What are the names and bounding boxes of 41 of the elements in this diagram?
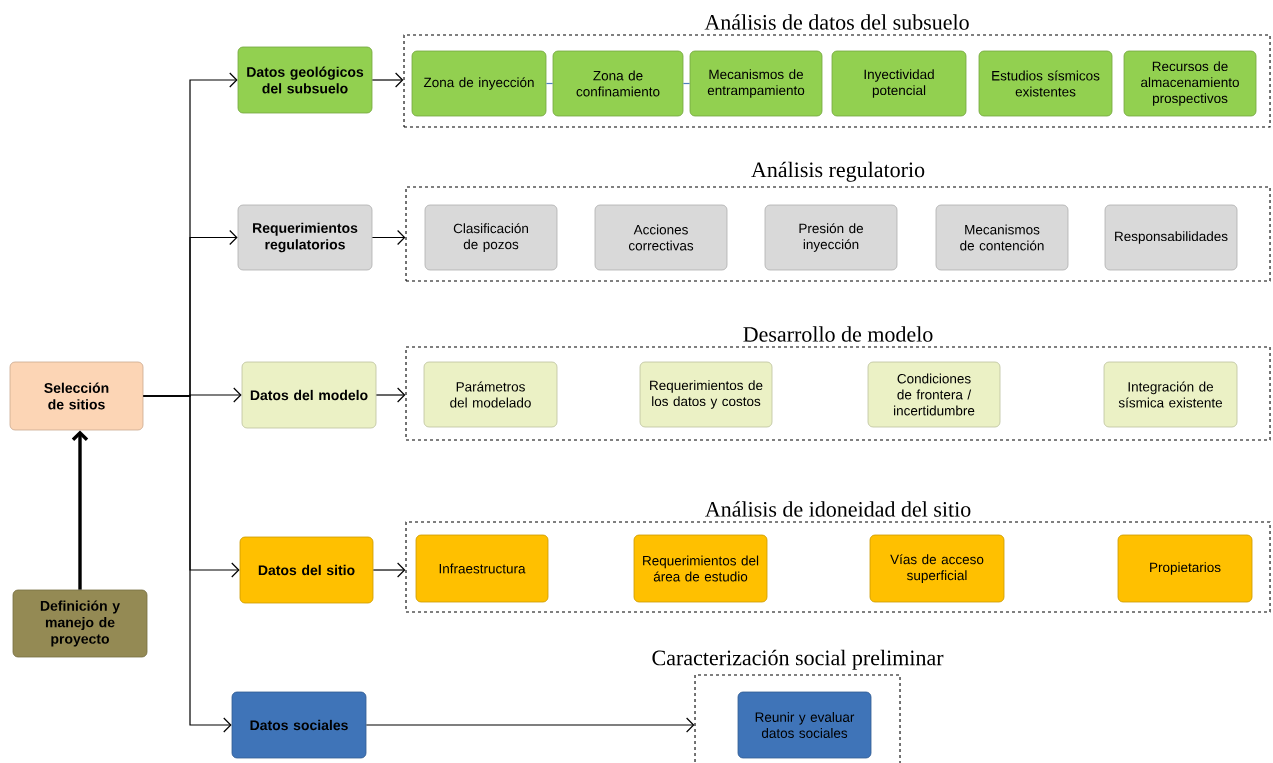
process-box: Definición y manejo de proyecto <box>12 589 148 658</box>
process-box: Estudios sísmicos existentes <box>978 50 1113 117</box>
process-box: Integración de sísmica existente <box>1103 361 1238 428</box>
process-box: Parámetros del modelado <box>423 361 558 428</box>
group-heading: Análisis de datos del subsuelo <box>704 14 969 30</box>
process-box: Recursos de almacenamiento prospectivos <box>1123 50 1257 117</box>
arrow <box>371 229 406 246</box>
process-box: Presión de inyección <box>764 204 898 271</box>
process-box: Vías de acceso superficial <box>869 534 1005 603</box>
process-box: Mecanismos de contención <box>935 204 1069 271</box>
group-heading: Análisis de idoneidad del sitio <box>705 501 971 517</box>
process-box: Inyectividad potencial <box>831 50 967 117</box>
process-box: Zona de confinamiento <box>552 50 684 117</box>
process-box: Infraestructura <box>415 534 549 603</box>
process-box: Mecanismos de entrampamiento <box>689 50 823 117</box>
process-box: Propietarios <box>1117 534 1253 603</box>
process-box: Condiciones de frontera / incertidumbre <box>867 361 1001 428</box>
process-box: Acciones correctivas <box>594 204 728 271</box>
arrow <box>142 395 232 733</box>
process-box: Datos del sitio <box>239 536 374 604</box>
connector-line <box>682 82 691 85</box>
process-box: Reunir y evaluar datos sociales <box>737 691 872 759</box>
process-box: Datos sociales <box>231 691 367 759</box>
process-box: Responsabilidades <box>1104 204 1238 271</box>
connector-line <box>545 82 554 85</box>
arrow <box>371 72 404 88</box>
process-box: Selección de sitios <box>9 361 144 431</box>
arrow <box>365 717 695 733</box>
process-box: Datos del modelo <box>241 361 377 429</box>
process-box: Zona de inyección <box>411 50 547 117</box>
process-box: Requerimientos de los datos y costos <box>639 361 773 428</box>
group-heading: Caracterización social preliminar <box>652 649 944 670</box>
arrow <box>71 430 89 590</box>
arrow <box>375 387 406 403</box>
process-box: Requerimientos del área de estudio <box>633 534 768 603</box>
process-box: Requerimientos regulatorios <box>237 204 373 271</box>
group-heading: Análisis regulatorio <box>751 161 925 182</box>
process-box: Clasificación de pozos <box>424 204 558 271</box>
arrow <box>372 562 406 578</box>
process-box: Datos geológicos del subsuelo <box>237 46 373 114</box>
group-heading: Desarrollo de modelo <box>743 326 933 342</box>
